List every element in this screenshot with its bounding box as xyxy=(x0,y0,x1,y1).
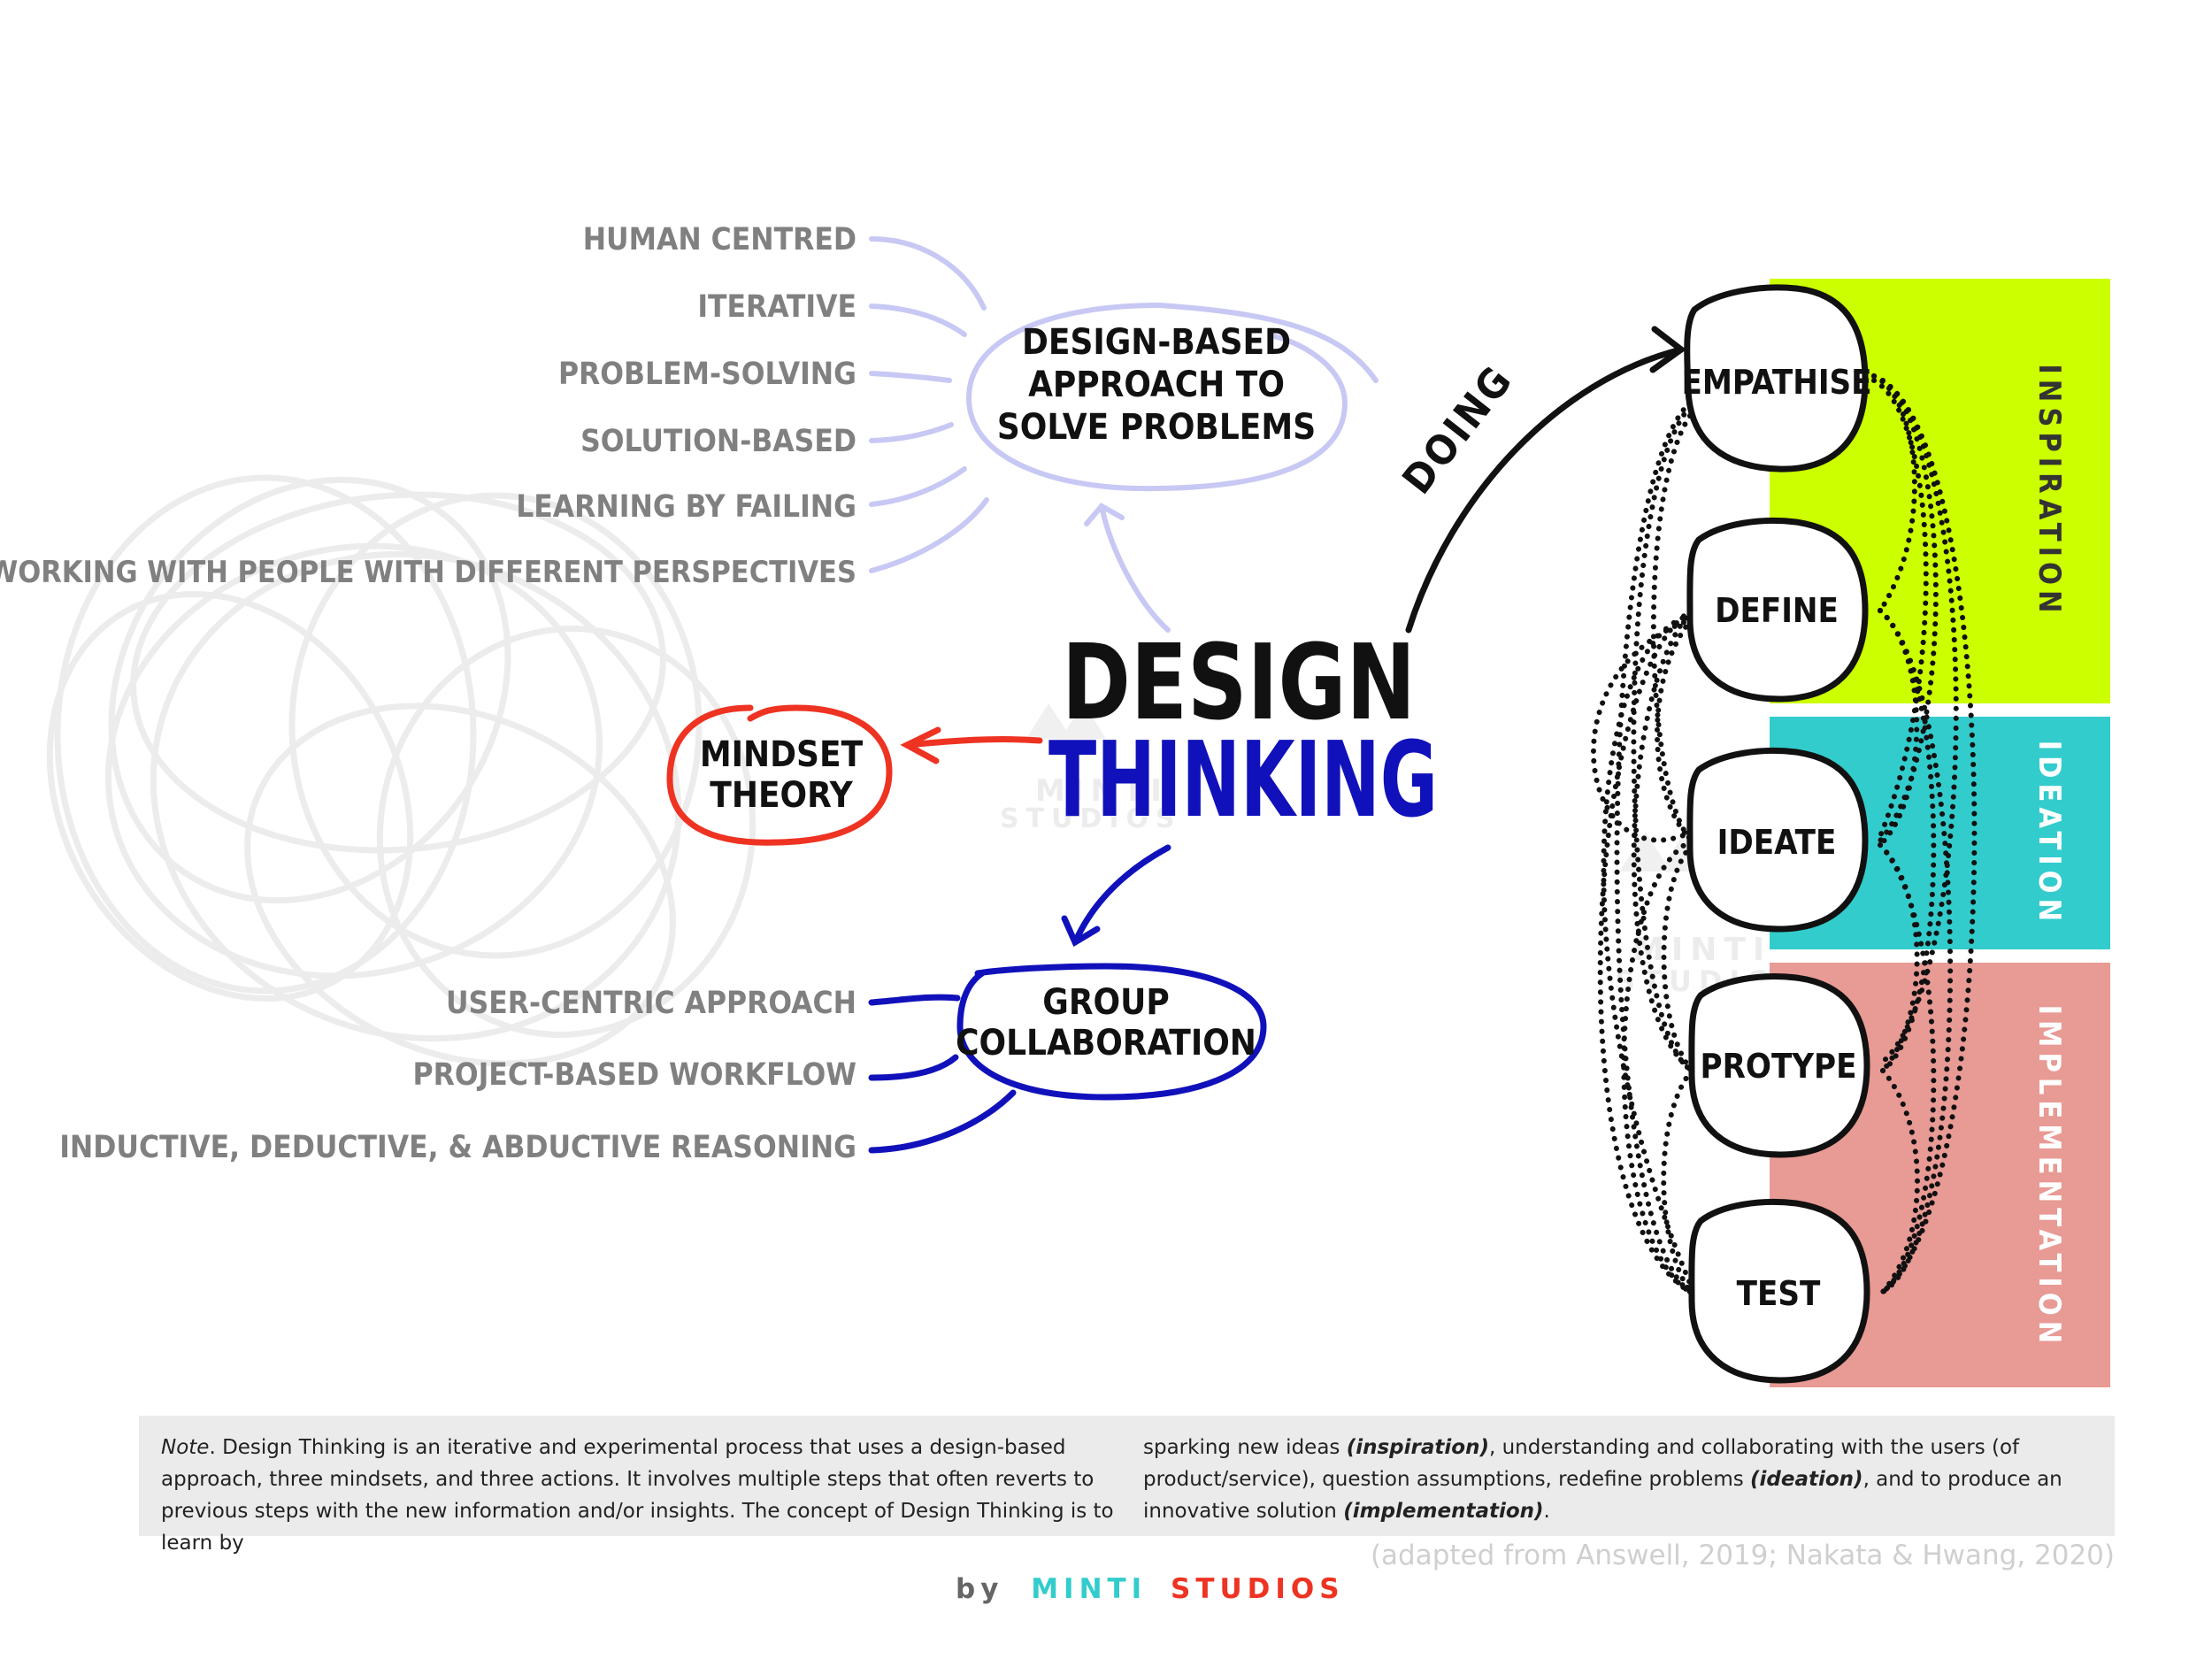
group-label: GROUP COLLABORATION xyxy=(956,982,1256,1064)
svg-text:APPROACH TO: APPROACH TO xyxy=(1028,365,1285,405)
note-segment: (ideation) xyxy=(1750,1468,1863,1491)
approach-connectors xyxy=(869,236,1379,633)
byline-minti: MINTI xyxy=(1031,1573,1148,1605)
svg-text:MINDSET: MINDSET xyxy=(700,734,864,775)
step-protype: PROTYPE xyxy=(1688,973,1870,1158)
doing-arrow xyxy=(1405,326,1686,634)
byline-by: by xyxy=(956,1573,1004,1605)
svg-text:GROUP: GROUP xyxy=(1042,982,1169,1023)
scribble-decoration xyxy=(46,474,757,1067)
watermark-text: STUDIOS xyxy=(1000,803,1182,834)
phase-label-ideation: IDEATION xyxy=(2032,741,2067,927)
approach-item: SOLUTION-BASED xyxy=(580,424,856,459)
step-label: DEFINE xyxy=(1715,591,1839,630)
title-thinking: THINKING xyxy=(1048,718,1438,841)
approach-item: ITERATIVE xyxy=(697,289,856,325)
note-segment: . xyxy=(1543,1500,1550,1523)
step-ideate: IDEATE xyxy=(1686,747,1869,933)
watermark-text: MINTI xyxy=(1632,932,1771,968)
approach-label: DESIGN-BASED APPROACH TO SOLVE PROBLEMS xyxy=(997,322,1316,448)
byline: by MINTI STUDIOS xyxy=(956,1573,1345,1605)
byline-studios: STUDIOS xyxy=(1171,1573,1345,1605)
citation-credit: (adapted from Answell, 2019; Nakata & Hw… xyxy=(1370,1540,2115,1571)
group-item: USER-CENTRIC APPROACH xyxy=(446,986,856,1021)
note-segment: (implementation) xyxy=(1343,1500,1544,1523)
note-right: sparking new ideas (inspiration), unders… xyxy=(1143,1432,2099,1527)
mindset-label: MINDSET THEORY xyxy=(700,734,864,816)
group-list: USER-CENTRIC APPROACH PROJECT-BASED WORK… xyxy=(59,986,856,1165)
svg-text:SOLVE PROBLEMS: SOLVE PROBLEMS xyxy=(997,407,1316,448)
approach-list: HUMAN CENTRED ITERATIVE PROBLEM-SOLVING … xyxy=(0,222,856,590)
watermark-text: MINTI xyxy=(1035,773,1169,809)
note-segment: , understanding and collaborating with t… xyxy=(1143,1436,2020,1491)
mindset-group xyxy=(666,704,1043,846)
note-segment: (inspiration) xyxy=(1346,1436,1489,1459)
approach-item: WORKING WITH PEOPLE WITH DIFFERENT PERSP… xyxy=(0,555,856,590)
note-box: Note. Design Thinking is an iterative an… xyxy=(139,1416,2115,1555)
svg-text:COLLABORATION: COLLABORATION xyxy=(956,1023,1256,1064)
group-item: PROJECT-BASED WORKFLOW xyxy=(413,1057,856,1093)
step-label: PROTYPE xyxy=(1701,1047,1857,1086)
step-label: IDEATE xyxy=(1717,823,1837,862)
step-connections xyxy=(1590,373,1978,1294)
note-segment: . Design Thinking is an iterative and ex… xyxy=(161,1436,1114,1555)
note-segment: sparking new ideas xyxy=(1143,1436,1347,1459)
approach-item: PROBLEM-SOLVING xyxy=(558,357,856,392)
note-left: Note. Design Thinking is an iterative an… xyxy=(161,1432,1117,1559)
doing-label: DOING xyxy=(1393,356,1522,503)
step-label: EMPATHISE xyxy=(1681,363,1871,402)
title-design: DESIGN xyxy=(1062,621,1416,743)
step-test: TEST xyxy=(1688,1198,1870,1384)
svg-text:THEORY: THEORY xyxy=(710,775,853,816)
phase-label-implementation: IMPLEMENTATION xyxy=(2032,1005,2067,1349)
phase-label-inspiration: INSPIRATION xyxy=(2032,364,2067,618)
approach-item: HUMAN CENTRED xyxy=(583,222,856,257)
svg-text:DESIGN-BASED: DESIGN-BASED xyxy=(1022,322,1291,363)
step-empathise: EMPATHISE xyxy=(1681,284,1872,472)
approach-item: LEARNING BY FAILING xyxy=(516,489,856,525)
note-segment: , and to produce an innovative solution xyxy=(1143,1468,2062,1523)
group-item: INDUCTIVE, DEDUCTIVE, & ABDUCTIVE REASON… xyxy=(59,1130,856,1165)
note-segment: Note xyxy=(161,1436,210,1459)
step-define: DEFINE xyxy=(1686,517,1869,703)
group-collab-group xyxy=(868,844,1267,1154)
step-label: TEST xyxy=(1737,1274,1821,1313)
